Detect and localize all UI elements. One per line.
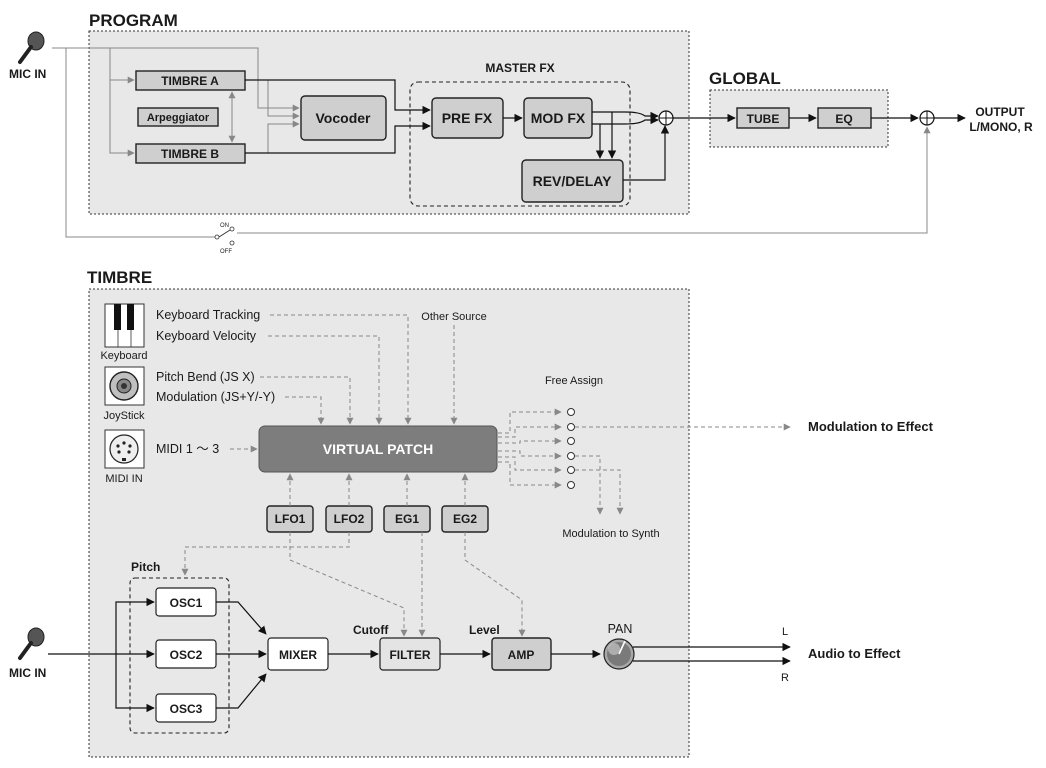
modfx-to-sum-1 (592, 111, 659, 121)
joystick-icon (104, 366, 145, 406)
mod-fx-block[interactable] (523, 97, 593, 139)
switch-off-label: OFF (220, 249, 232, 255)
vocoder-block[interactable] (300, 95, 387, 141)
pitch-label: Pitch (131, 560, 160, 574)
eq-label: EQ (835, 112, 852, 126)
summing-junction-icon (919, 110, 935, 126)
rev-to-sum (623, 125, 670, 181)
switch-on-label: ON (220, 223, 229, 229)
output-label-1: OUTPUT (975, 105, 1025, 119)
mod-to-synth-2 (575, 469, 624, 515)
timbre-b-to-prefx (245, 121, 431, 154)
mic-to-vocoder-2 (52, 47, 215, 238)
audio-to-effect-label: Audio to Effect (808, 646, 901, 661)
lfo1-label: LFO1 (275, 512, 306, 526)
osc3-label: OSC3 (170, 702, 203, 716)
mic-to-timbre-a (52, 47, 135, 84)
modulation-label: Modulation (JS+Y/-Y) (156, 390, 275, 404)
timbre-a-to-prefx (245, 79, 431, 115)
mod-fx-label: MOD FX (531, 110, 586, 126)
keyboard-velocity-label: Keyboard Velocity (156, 329, 257, 343)
osc-bracket-top (115, 597, 155, 654)
mixer-label: MIXER (279, 648, 317, 662)
osc1-label: OSC1 (170, 596, 203, 610)
eg2-to-level (464, 532, 526, 637)
joystick-caption: JoyStick (104, 410, 145, 422)
output-label-2: L/MONO, R (969, 120, 1033, 134)
mic-to-vocoder-1 (110, 47, 300, 112)
knob-icon[interactable] (603, 638, 635, 670)
pitchbend-to-vp (260, 376, 354, 425)
switch-icon[interactable] (214, 226, 235, 246)
fa-line-6 (498, 461, 562, 489)
osc2-label: OSC2 (170, 648, 203, 662)
osc-bracket-bottom (115, 654, 155, 713)
arpeggiator-block[interactable] (137, 107, 219, 127)
timbre-title: TIMBRE (87, 268, 152, 287)
modfx-to-sum-2 (592, 115, 659, 125)
vocoder-label: Vocoder (316, 110, 372, 126)
pan-label: PAN (608, 622, 633, 636)
fa-line-3 (498, 437, 562, 445)
rev-delay-block[interactable] (521, 159, 624, 203)
pitch-bend-label: Pitch Bend (JS X) (156, 370, 255, 384)
mod-to-synth-1 (575, 455, 604, 515)
midi-caption: MIDI IN (105, 473, 142, 485)
modulation-to-synth-label: Modulation to Synth (562, 528, 659, 540)
lfo1-to-cutoff (289, 532, 408, 637)
modulation-to-vp (285, 396, 325, 425)
lfo2-label: LFO2 (334, 512, 365, 526)
midi-connector-icon (104, 429, 145, 469)
timbre-a-label: TIMBRE A (161, 74, 219, 88)
master-fx-box (409, 81, 631, 207)
amp-label: AMP (508, 648, 535, 662)
keyboard-caption: Keyboard (100, 350, 147, 362)
fa-line-5 (498, 456, 562, 474)
pre-fx-label: PRE FX (442, 110, 493, 126)
free-assign-nodes (567, 408, 575, 489)
right-channel-label: R (781, 672, 789, 684)
summing-junction-icon (658, 110, 674, 126)
pitch-group-box (129, 577, 230, 734)
midi-label: MIDI 1 ～ 3 (156, 442, 219, 456)
cutoff-label: Cutoff (353, 623, 389, 637)
fa-line-1 (498, 408, 562, 434)
program-title: PROGRAM (89, 11, 178, 30)
timbre-b-label: TIMBRE B (161, 147, 219, 161)
keyboard-tracking-label: Keyboard Tracking (156, 308, 260, 322)
master-fx-title: MASTER FX (485, 61, 554, 75)
level-label: Level (469, 623, 500, 637)
filter-label: FILTER (389, 648, 430, 662)
modulation-to-effect-label: Modulation to Effect (808, 419, 934, 434)
fa-line-2 (498, 423, 562, 438)
other-source-label: Other Source (421, 311, 486, 323)
eg2-label: EG2 (453, 512, 477, 526)
virtual-patch-label: VIRTUAL PATCH (323, 441, 433, 457)
kbd-tracking-to-vp (270, 314, 412, 425)
mic-in-label-top: MIC IN (9, 67, 46, 81)
microphone-icon (18, 627, 45, 660)
eg1-label: EG1 (395, 512, 419, 526)
kbd-velocity-to-vp (268, 335, 383, 425)
osc3-to-mixer (216, 673, 267, 709)
fa-line-4 (498, 450, 562, 460)
osc1-to-mixer (216, 601, 267, 635)
global-title: GLOBAL (709, 69, 781, 88)
lfo2-to-pitch (181, 532, 350, 576)
virtual-patch-block[interactable] (258, 425, 498, 473)
rev-delay-label: REV/DELAY (533, 173, 613, 189)
mic-to-timbre-b (109, 80, 135, 157)
switch-to-output-sum (237, 126, 931, 234)
arpeggiator-label: Arpeggiator (147, 112, 210, 124)
keyboard-icon (104, 303, 145, 348)
mic-in-label-bottom: MIC IN (9, 666, 46, 680)
microphone-icon (18, 31, 45, 64)
free-assign-label: Free Assign (545, 375, 603, 387)
tube-label: TUBE (747, 112, 780, 126)
left-channel-label: L (782, 626, 788, 638)
